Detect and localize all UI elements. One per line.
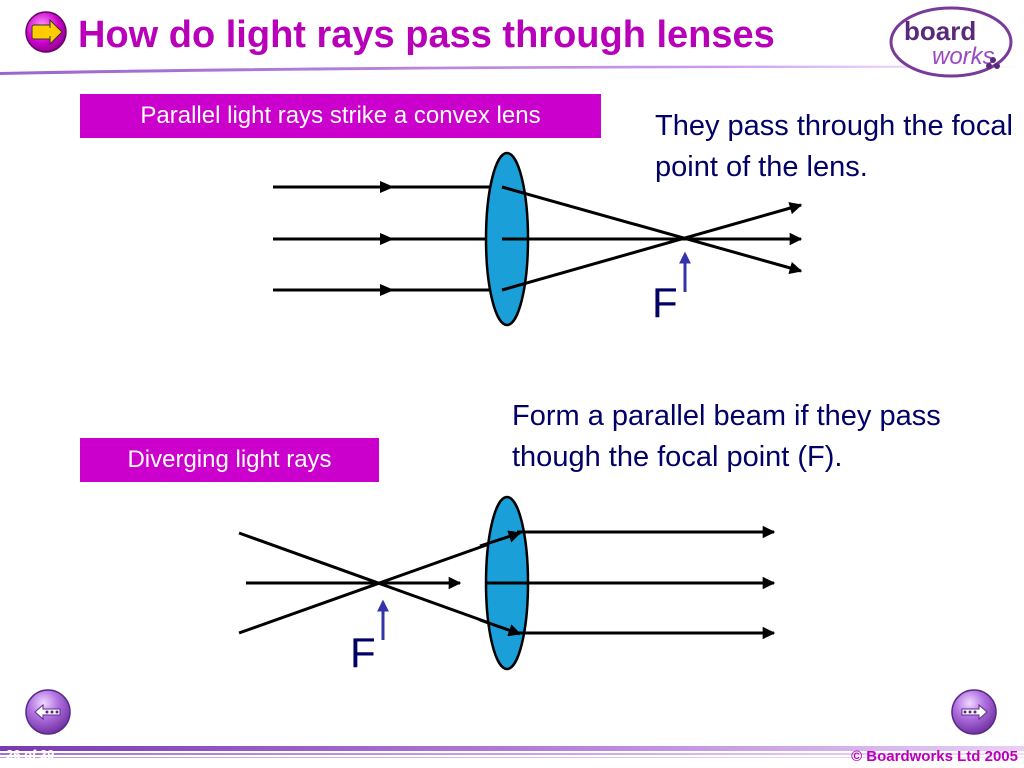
logo-works-text: works bbox=[932, 43, 995, 70]
forward-icon bbox=[961, 703, 988, 721]
back-icon bbox=[34, 703, 61, 721]
ray-arrowhead bbox=[380, 233, 394, 245]
refracted-ray-bottom bbox=[501, 202, 803, 292]
section1-explanation: They pass through the focal point of the… bbox=[655, 110, 1013, 183]
page-title: How do light rays pass through lenses bbox=[78, 14, 775, 56]
logo-board-text: board bbox=[904, 16, 976, 46]
diverging-ray-bottom bbox=[238, 530, 522, 635]
ray-arrowhead bbox=[380, 181, 394, 193]
title-underline bbox=[0, 65, 1024, 75]
boardworks-logo: board works bbox=[889, 6, 1013, 78]
focal-point-label: F bbox=[652, 279, 678, 326]
page-number: 26 of 39 bbox=[6, 747, 55, 762]
footer-bar bbox=[0, 746, 1024, 758]
ray-segment bbox=[479, 530, 522, 548]
ray-arrowhead bbox=[380, 284, 394, 296]
section2-label: Diverging light rays bbox=[80, 438, 379, 482]
diagram-diverging bbox=[238, 495, 776, 671]
copyright-text: © Boardworks Ltd 2005 bbox=[851, 748, 1018, 765]
section1-label: Parallel light rays strike a convex lens bbox=[80, 94, 601, 138]
refracted-ray-top bbox=[501, 185, 803, 274]
section2-explanation: Form a parallel beam if they pass though… bbox=[512, 400, 941, 473]
diagram-converging bbox=[273, 151, 803, 327]
ray-segment bbox=[479, 618, 522, 637]
focal-point-label: F bbox=[350, 629, 376, 676]
forward-button[interactable] bbox=[950, 688, 998, 736]
title-arrow-icon[interactable] bbox=[24, 10, 68, 54]
back-button[interactable] bbox=[24, 688, 72, 736]
